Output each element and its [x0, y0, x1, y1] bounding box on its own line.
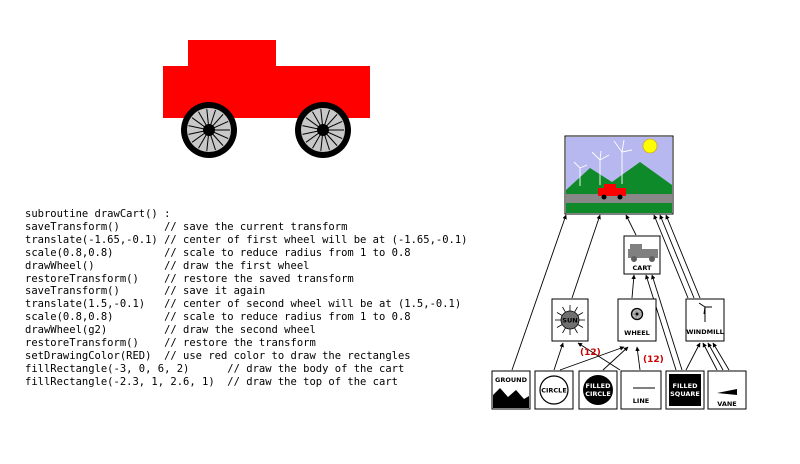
code-line: restoreTransform() // restore the saved … — [25, 272, 354, 285]
cart-wheel-right — [295, 102, 351, 158]
edge-vane-windmill-1 — [702, 342, 718, 371]
filled-circle-node: FILLED CIRCLE — [578, 370, 618, 410]
wheel-node-icon — [630, 307, 644, 321]
sun-node-label: SUN — [562, 317, 577, 325]
scene-sun-icon — [642, 138, 658, 154]
edge-circle-wheel — [559, 346, 625, 371]
code-line: fillRectangle(-2.3, 1, 2.6, 1) // draw t… — [25, 375, 398, 388]
filled-square-node-label-1: FILLED — [673, 382, 699, 390]
edge-circle-sun — [553, 342, 564, 371]
edge-windmill-scene-2 — [659, 214, 695, 299]
edge-square-cart-2 — [651, 274, 683, 371]
pseudocode-listing: subroutine drawCart() :saveTransform() /… — [25, 208, 468, 389]
ground-node: GROUND — [491, 370, 531, 410]
edge-windmill-scene-1 — [653, 214, 689, 299]
wheel-node-label: WHEEL — [624, 329, 650, 337]
wheel-node: WHEEL — [617, 298, 657, 342]
line-node: LINE — [620, 370, 662, 410]
edge-filledcircle-wheel — [602, 346, 629, 371]
edge-square-cart-1 — [645, 274, 677, 371]
windmill-node-icon — [698, 302, 712, 322]
vane-node-label: VANE — [717, 400, 737, 408]
edge-vane-windmill-3 — [712, 342, 730, 371]
count-label-wheel-line: (12) — [643, 355, 664, 365]
circle-node: CIRCLE — [534, 370, 574, 410]
code-line: drawWheel(g2) // draw the second wheel — [25, 324, 316, 337]
code-line: drawWheel() // draw the first wheel — [25, 259, 310, 272]
windmill-node: WINDMILL — [685, 298, 725, 342]
edge-line-sun — [577, 342, 621, 371]
code-line: restoreTransform() // restore the transf… — [25, 337, 316, 350]
edge-sun-scene — [571, 214, 601, 299]
code-line: translate(-1.65,-0.1) // center of first… — [25, 233, 468, 246]
code-line: translate(1.5,-0.1) // center of second … — [25, 298, 462, 311]
filled-square-node: FILLED SQUARE — [665, 370, 705, 410]
code-line: saveTransform() // save the current tran… — [25, 220, 348, 233]
scene-hills — [566, 162, 672, 196]
line-node-label: LINE — [633, 397, 649, 405]
vane-node: VANE — [707, 370, 747, 410]
edge-cart-scene — [625, 214, 637, 236]
sun-rays — [555, 305, 585, 335]
sun-node: SUN — [551, 298, 589, 342]
cart-top-rect — [188, 40, 276, 68]
edge-wheel-cart — [631, 274, 636, 299]
edge-square-windmill — [685, 342, 701, 371]
cart-wheel-left — [181, 102, 237, 158]
code-line: fillRectangle(-3, 0, 6, 2) // draw the b… — [25, 362, 405, 375]
filled-square-node-label-2: SQUARE — [670, 390, 700, 398]
code-line: scale(0.8,0.8) // scale to reduce radius… — [25, 311, 411, 324]
cart-node-label: CART — [633, 264, 653, 272]
code-line: setDrawingColor(RED) // use red color to… — [25, 349, 411, 362]
count-label-sun-line: (12) — [580, 348, 601, 358]
graph-edges — [511, 214, 730, 371]
scene-grass — [566, 203, 672, 213]
cart-node: CART — [623, 235, 661, 275]
windmill-node-label: WINDMILL — [686, 328, 724, 336]
scene-graph-diagram: (12) (12) CART SUN WHEEL — [491, 135, 747, 410]
ground-node-label: GROUND — [495, 376, 528, 384]
circle-node-label: CIRCLE — [541, 387, 567, 395]
edge-windmill-scene-3 — [665, 214, 701, 299]
scene-windmill-icons — [573, 139, 633, 186]
edge-ground-scene — [511, 214, 567, 371]
cart-illustration — [163, 40, 370, 158]
filled-circle-node-label-1: FILLED — [586, 382, 612, 390]
code-line: scale(0.8,0.8) // scale to reduce radius… — [25, 246, 411, 259]
code-line: saveTransform() // save it again — [25, 285, 266, 298]
scene-cart-icon — [598, 188, 626, 196]
filled-circle-node-label-2: CIRCLE — [585, 390, 611, 398]
code-line: subroutine drawCart() : — [25, 208, 171, 220]
scene-node — [564, 135, 674, 215]
edge-vane-windmill-2 — [707, 342, 724, 371]
edge-line-wheel — [635, 346, 641, 371]
